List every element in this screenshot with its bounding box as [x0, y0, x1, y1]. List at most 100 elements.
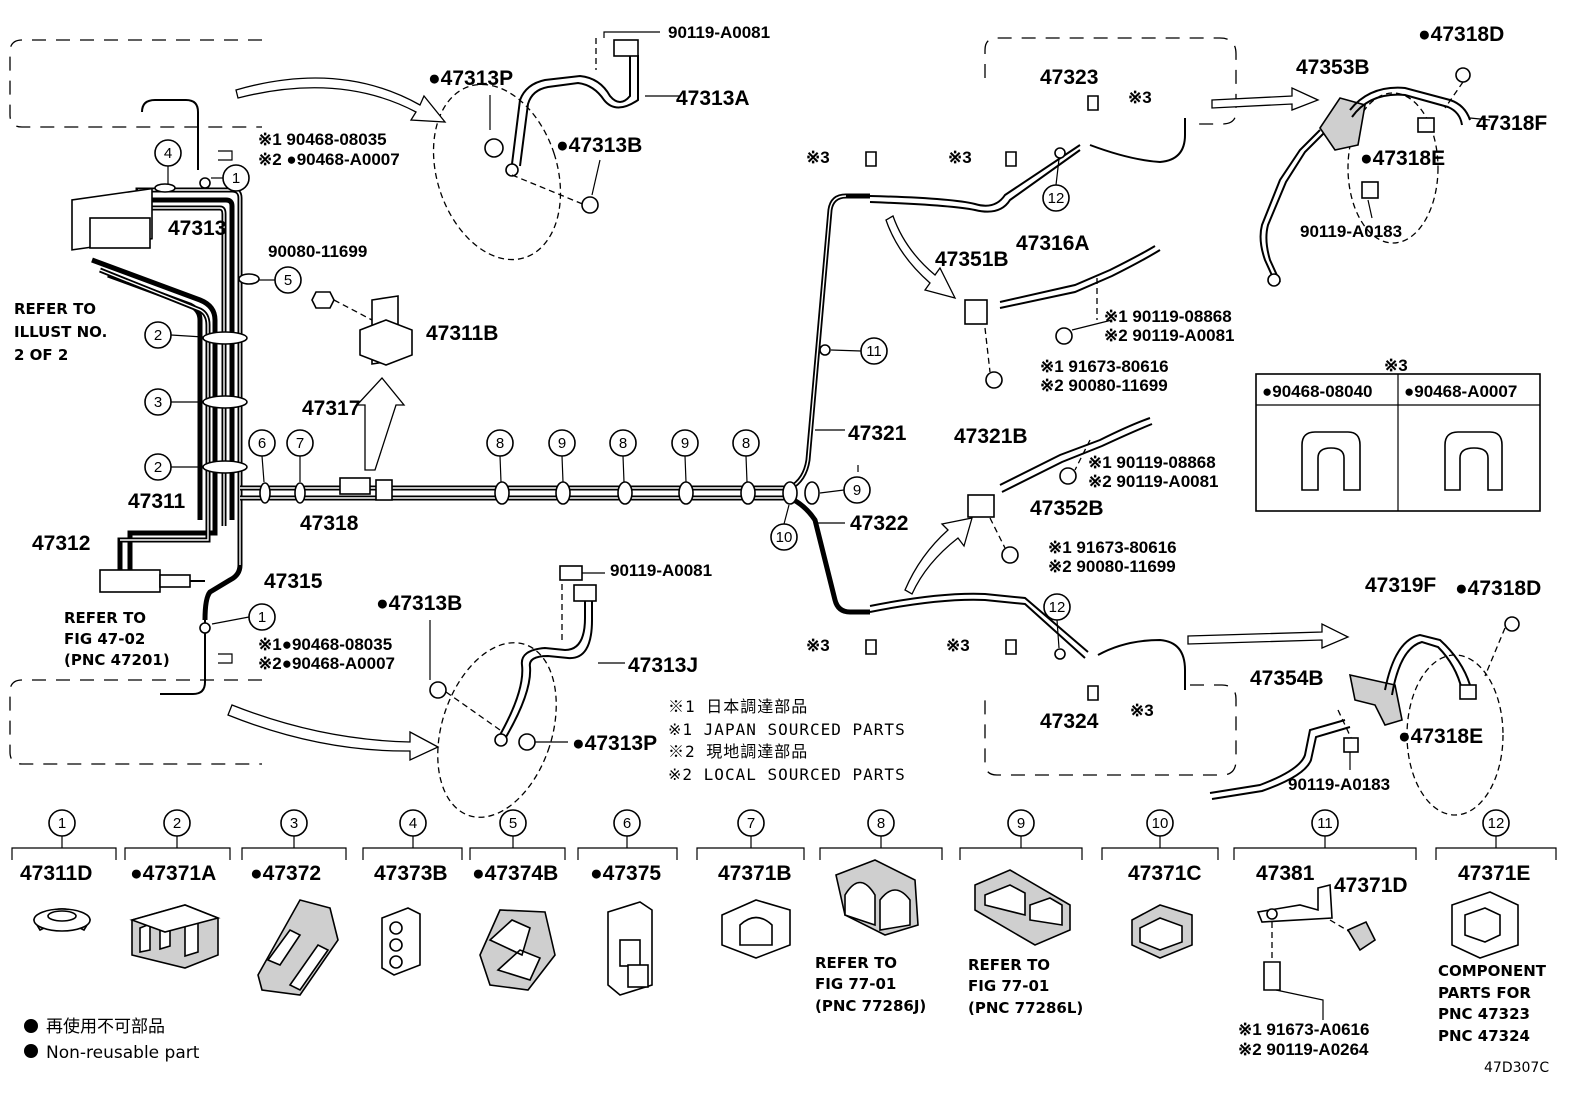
svg-text:9: 9	[1017, 815, 1025, 832]
svg-text:90119-A0183: 90119-A0183	[1288, 775, 1390, 794]
svg-text:※3: ※3	[948, 148, 972, 167]
svg-text:※2 90119-A0081: ※2 90119-A0081	[1088, 472, 1219, 491]
svg-text:(PNC 77286J): (PNC 77286J)	[815, 997, 926, 1015]
svg-text:4: 4	[409, 815, 417, 832]
svg-text:※1 90119-08868: ※1 90119-08868	[1104, 307, 1232, 326]
svg-text:47318: 47318	[300, 512, 359, 535]
rear-left-brake-pipe	[1259, 67, 1491, 287]
svg-text:12: 12	[1049, 599, 1066, 616]
svg-text:FIG 77-01: FIG 77-01	[968, 977, 1049, 995]
svg-text:FIG 47-02: FIG 47-02	[64, 630, 145, 648]
svg-text:PARTS FOR: PARTS FOR	[1438, 984, 1531, 1002]
svg-text:●47313P: ●47313P	[572, 732, 657, 755]
svg-text:8: 8	[742, 435, 750, 452]
svg-text:8: 8	[496, 435, 504, 452]
svg-text:5: 5	[509, 815, 517, 832]
svg-text:47311B: 47311B	[426, 322, 498, 345]
front-right-brake-hose	[429, 565, 625, 751]
svg-text:6: 6	[258, 435, 266, 452]
svg-text:※2 LOCAL SOURCED PARTS: ※2 LOCAL SOURCED PARTS	[668, 765, 906, 784]
svg-text:47373B: 47373B	[374, 862, 448, 885]
svg-text:●90468-08040: ●90468-08040	[1262, 382, 1372, 401]
svg-text:※3: ※3	[806, 148, 830, 167]
svg-text:47371D: 47371D	[1334, 874, 1408, 897]
svg-text:47321B: 47321B	[954, 425, 1028, 448]
svg-text:47313A: 47313A	[676, 87, 750, 110]
svg-text:47324: 47324	[1040, 710, 1099, 733]
svg-text:12: 12	[1488, 815, 1505, 832]
svg-text:5: 5	[284, 272, 292, 289]
svg-text:47D307C: 47D307C	[1484, 1060, 1549, 1076]
vehicle-outline-boxes	[9, 37, 1504, 818]
svg-text:COMPONENT: COMPONENT	[1438, 962, 1547, 980]
svg-text:REFER TO: REFER TO	[14, 300, 96, 318]
svg-text:※2 ●90468-A0007: ※2 ●90468-A0007	[258, 150, 400, 169]
svg-text:6: 6	[623, 815, 631, 832]
svg-text:※2 90080-11699: ※2 90080-11699	[1048, 557, 1176, 576]
svg-text:※1 JAPAN SOURCED PARTS: ※1 JAPAN SOURCED PARTS	[668, 720, 906, 739]
direction-arrows	[227, 77, 1350, 762]
svg-text:11: 11	[1317, 815, 1333, 832]
svg-text:9: 9	[558, 435, 566, 452]
svg-text:※2●90468-A0007: ※2●90468-A0007	[258, 654, 395, 673]
svg-text:2: 2	[173, 815, 181, 832]
svg-text:7: 7	[747, 815, 755, 832]
svg-text:※3: ※3	[1128, 88, 1152, 107]
svg-text:※2 90119-A0081: ※2 90119-A0081	[1104, 326, 1235, 345]
pipe-clamps	[99, 99, 1066, 695]
svg-text:ILLUST NO.: ILLUST NO.	[14, 323, 107, 341]
svg-text:※1●90468-08035: ※1●90468-08035	[258, 635, 392, 654]
svg-text:47381: 47381	[1256, 862, 1315, 885]
svg-text:※2 現地調達部品: ※2 現地調達部品	[668, 742, 808, 761]
svg-text:1: 1	[58, 815, 66, 832]
svg-text:47322: 47322	[850, 512, 908, 535]
svg-text:●47371A: ●47371A	[130, 862, 216, 885]
svg-text:●47313P: ●47313P	[428, 67, 513, 90]
svg-text:●47375: ●47375	[590, 862, 661, 885]
svg-text:●90468-A0007: ●90468-A0007	[1404, 382, 1517, 401]
svg-text:2 OF 2: 2 OF 2	[14, 346, 68, 364]
svg-text:REFER TO: REFER TO	[968, 956, 1050, 974]
svg-text:FIG 77-01: FIG 77-01	[815, 975, 896, 993]
svg-text:3: 3	[290, 815, 298, 832]
svg-text:47371E: 47371E	[1458, 862, 1530, 885]
svg-text:(PNC 77286L): (PNC 77286L)	[968, 999, 1083, 1017]
svg-text:PNC 47323: PNC 47323	[1438, 1005, 1530, 1023]
svg-text:4: 4	[164, 145, 172, 162]
svg-text:1: 1	[232, 170, 240, 187]
svg-text:Non-reusable part: Non-reusable part	[46, 1043, 200, 1063]
svg-text:47313J: 47313J	[628, 654, 698, 677]
svg-text:※1 90119-08868: ※1 90119-08868	[1088, 453, 1216, 472]
svg-text:47315: 47315	[264, 570, 323, 593]
svg-text:3: 3	[154, 394, 162, 411]
svg-text:9: 9	[853, 482, 861, 499]
svg-text:●47318D: ●47318D	[1455, 577, 1541, 600]
svg-text:9: 9	[681, 435, 689, 452]
svg-text:※1 日本調達部品: ※1 日本調達部品	[668, 697, 808, 716]
svg-text:47311D: 47311D	[20, 862, 92, 885]
callout-circles: 1 4 5 2 3 2 6 7 8 9 8 9 8 9 10 11 12 12 …	[144, 139, 1071, 649]
svg-text:90119-A0081: 90119-A0081	[610, 561, 712, 580]
svg-text:●47318E: ●47318E	[1398, 725, 1483, 748]
svg-text:●47374B: ●47374B	[472, 862, 558, 885]
svg-text:※1 91673-80616: ※1 91673-80616	[1040, 357, 1169, 376]
svg-text:●47313B: ●47313B	[556, 134, 642, 157]
svg-text:8: 8	[619, 435, 627, 452]
front-left-brake-hose	[484, 31, 680, 214]
svg-text:※3: ※3	[946, 636, 970, 655]
legend: 再使用不可部品 Non-reusable part 47D307C	[24, 1016, 1549, 1076]
svg-text:●47318D: ●47318D	[1418, 23, 1504, 46]
svg-text:47312: 47312	[32, 532, 90, 555]
svg-text:※1 91673-80616: ※1 91673-80616	[1048, 538, 1177, 557]
svg-text:47319F: 47319F	[1365, 574, 1436, 597]
svg-text:●47313B: ●47313B	[376, 592, 462, 615]
svg-text:2: 2	[154, 327, 162, 344]
svg-text:※3: ※3	[806, 636, 830, 655]
svg-text:47371B: 47371B	[718, 862, 792, 885]
rear-right-brake-pipe	[1209, 616, 1520, 800]
svg-text:47371C: 47371C	[1128, 862, 1202, 885]
svg-text:47323: 47323	[1040, 66, 1098, 89]
svg-text:PNC 47324: PNC 47324	[1438, 1027, 1530, 1045]
clamp-catalog-row: 1 2 3 4 5 6 7 8 9 10 11 12 47311D ●47371…	[11, 809, 1557, 1059]
